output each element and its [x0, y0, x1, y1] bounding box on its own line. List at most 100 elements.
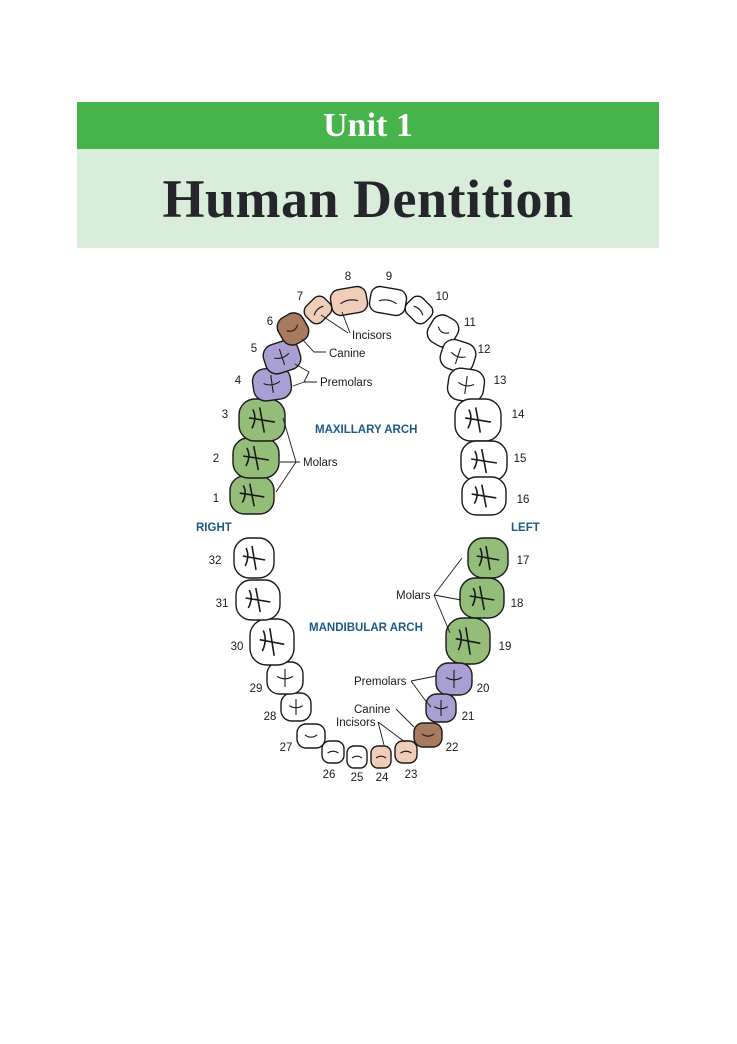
tooth-number-13: 13	[494, 375, 507, 387]
tooth-12	[439, 338, 477, 374]
tooth-crown-25	[346, 745, 368, 769]
leader-lines	[275, 311, 463, 746]
tooth-27	[296, 723, 326, 749]
tooth-number-7: 7	[297, 291, 303, 303]
tooth-32	[233, 537, 275, 579]
tooth-18	[459, 577, 505, 619]
tooth-groove-17	[476, 545, 500, 571]
tooth-crown-27	[296, 723, 326, 749]
tooth-groove-9	[378, 299, 397, 305]
tooth-crown-9	[368, 285, 408, 317]
leader-upper-premolar-5	[294, 363, 317, 383]
label-upper-incisors: Incisors	[352, 330, 392, 342]
tooth-groove-10	[413, 305, 424, 316]
tooth-26	[321, 740, 345, 764]
tooth-8	[329, 285, 369, 317]
tooth-number-23: 23	[405, 769, 418, 781]
label-upper-premolars: Premolars	[320, 377, 373, 389]
tooth-crown-22	[413, 722, 443, 748]
leader-upper-molar-3	[282, 417, 297, 463]
tooth-groove-15	[470, 448, 498, 474]
tooth-groove-3	[248, 407, 276, 433]
tooth-number-15: 15	[514, 453, 527, 465]
tooth-number-19: 19	[499, 641, 512, 653]
tooth-groove-25	[351, 755, 363, 759]
tooth-25	[346, 745, 368, 769]
tooth-14	[454, 398, 502, 442]
tooth-3	[238, 398, 286, 442]
tooth-groove-27	[304, 734, 318, 738]
tooth-10	[404, 295, 434, 325]
tooth-number-1: 1	[213, 493, 219, 505]
leader-upper-premolar-4	[292, 381, 305, 387]
tooth-groove-12	[450, 347, 466, 365]
tooth-crown-23	[394, 740, 418, 764]
tooth-groove-21	[434, 700, 448, 716]
tooth-24	[370, 745, 392, 769]
tooth-number-10: 10	[436, 291, 449, 303]
leader-upper-molar-1	[275, 461, 297, 493]
tooth-number-16: 16	[517, 494, 530, 506]
tooth-number-8: 8	[345, 271, 351, 283]
label-left-side: LEFT	[511, 522, 540, 534]
leader-lower-molar-19	[433, 594, 451, 634]
tooth-number-6: 6	[267, 316, 273, 328]
tooth-number-3: 3	[222, 409, 228, 421]
label-right-side: RIGHT	[196, 522, 232, 534]
tooth-22	[413, 722, 443, 748]
tooth-groove-1	[239, 483, 265, 507]
tooth-number-28: 28	[264, 711, 277, 723]
tooth-groove-13	[458, 376, 475, 394]
tooth-20	[435, 662, 473, 696]
tooth-1	[229, 475, 275, 515]
tooth-groove-29	[276, 669, 294, 687]
tooth-number-4: 4	[235, 375, 242, 387]
tooth-crown-11	[426, 314, 460, 348]
leader-upper-incisor-7	[320, 314, 349, 334]
tooth-number-20: 20	[477, 683, 490, 695]
tooth-23	[394, 740, 418, 764]
tooth-groove-24	[375, 755, 387, 759]
leader-lower-premolar-21	[410, 680, 432, 708]
tooth-11	[426, 314, 460, 348]
leader-lower-incisor-23	[377, 721, 406, 743]
tooth-15	[460, 440, 508, 482]
tooth-2	[232, 437, 280, 479]
tooth-number-31: 31	[216, 598, 229, 610]
tooth-groove-23	[400, 750, 412, 754]
tooth-19	[445, 617, 491, 665]
tooth-21	[425, 693, 457, 723]
tooth-31	[235, 579, 281, 621]
tooth-number-11: 11	[464, 317, 476, 329]
tooth-groove-26	[327, 750, 339, 754]
label-maxillary-arch: MAXILLARY ARCH	[315, 424, 417, 436]
tooth-number-17: 17	[517, 555, 530, 567]
tooth-5	[262, 339, 302, 375]
unit-label: Unit 1	[323, 106, 413, 144]
tooth-9	[368, 285, 408, 317]
teeth-layer	[229, 285, 509, 769]
tooth-crown-24	[370, 745, 392, 769]
tooth-number-32: 32	[209, 555, 222, 567]
tooth-groove-30	[259, 628, 285, 656]
tooth-groove-22	[421, 733, 435, 737]
leader-lower-molar-18	[433, 594, 462, 601]
tooth-crown-8	[329, 285, 369, 317]
tooth-17	[467, 537, 509, 579]
tooth-16	[461, 476, 507, 516]
tooth-groove-32	[242, 545, 266, 571]
tooth-groove-19	[455, 627, 481, 655]
unit-banner: Unit 1	[77, 102, 659, 149]
tooth-number-30: 30	[231, 641, 244, 653]
tooth-groove-20	[445, 670, 463, 688]
tooth-groove-14	[464, 407, 492, 433]
tooth-number-27: 27	[280, 742, 293, 754]
tooth-number-25: 25	[351, 772, 364, 784]
tooth-number-12: 12	[478, 344, 491, 356]
page-title: Human Dentition	[162, 168, 574, 229]
tooth-groove-16	[471, 484, 497, 508]
tooth-number-22: 22	[446, 742, 459, 754]
tooth-groove-31	[245, 587, 271, 613]
